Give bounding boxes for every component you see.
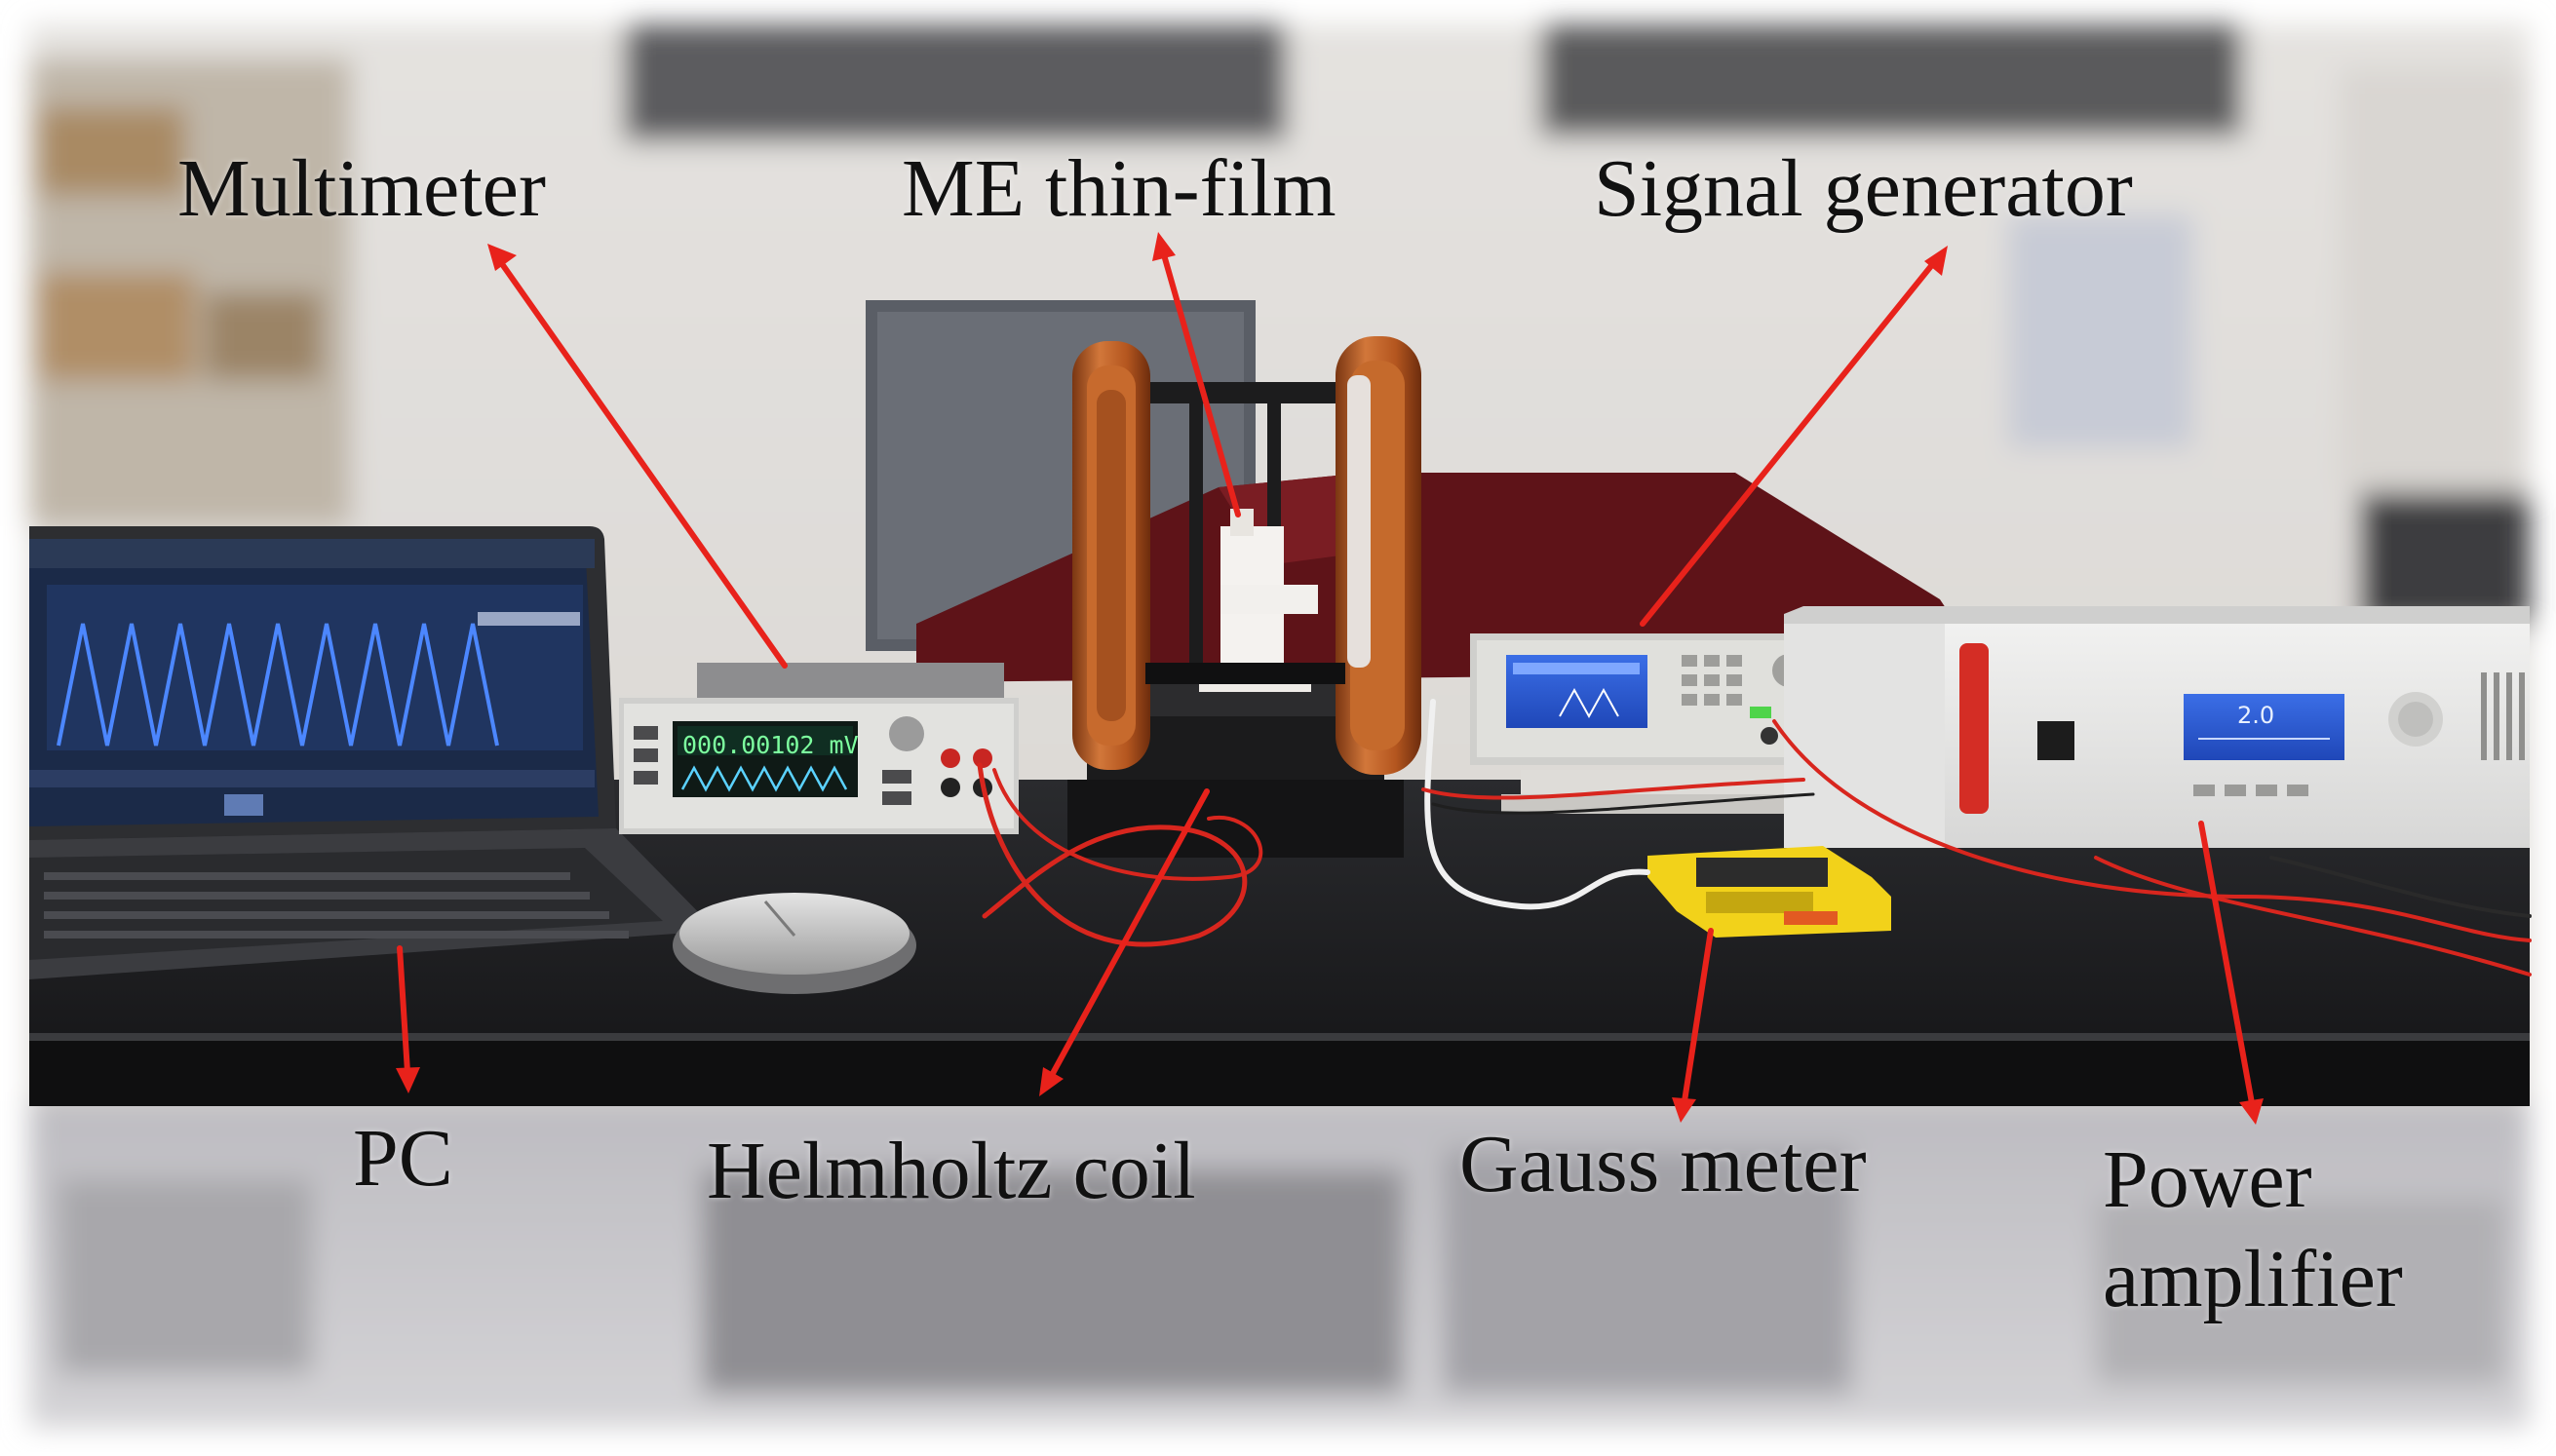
label-pc: PC xyxy=(353,1113,453,1204)
label-power-amplifier-line1: Power xyxy=(2103,1134,2312,1225)
multimeter: 000.00102 mV xyxy=(619,663,1019,834)
multimeter-display-readout: 000.00102 mV xyxy=(682,731,859,759)
mouse xyxy=(673,893,916,994)
laptop xyxy=(29,526,716,979)
label-gauss-meter: Gauss meter xyxy=(1459,1119,1867,1209)
label-signal-generator: Signal generator xyxy=(1594,143,2133,234)
label-multimeter: Multimeter xyxy=(177,143,546,234)
arrow-power-amplifier xyxy=(2198,821,2264,1125)
arrow-me-thin-film xyxy=(1152,232,1241,517)
helmholtz-coil-assembly xyxy=(1067,336,1421,858)
power-amplifier: 2.0 xyxy=(1784,606,2530,848)
arrow-pc xyxy=(396,945,420,1093)
amplifier-display-readout: 2.0 xyxy=(2237,702,2274,729)
cables xyxy=(977,699,2532,977)
arrow-gauss-meter xyxy=(1672,928,1714,1123)
label-power-amplifier-line2: amplifier xyxy=(2103,1234,2403,1325)
label-me-thin-film: ME thin-film xyxy=(902,143,1336,234)
annotation-arrows xyxy=(396,232,2264,1125)
arrow-multimeter xyxy=(487,244,788,669)
label-power-amplifier: Power amplifier xyxy=(2103,1130,2512,1330)
arrow-helmholtz-coil xyxy=(1039,788,1210,1096)
gauss-meter xyxy=(1647,846,1891,938)
arrow-signal-generator xyxy=(1640,246,1948,627)
label-helmholtz-coil: Helmholtz coil xyxy=(707,1126,1196,1216)
